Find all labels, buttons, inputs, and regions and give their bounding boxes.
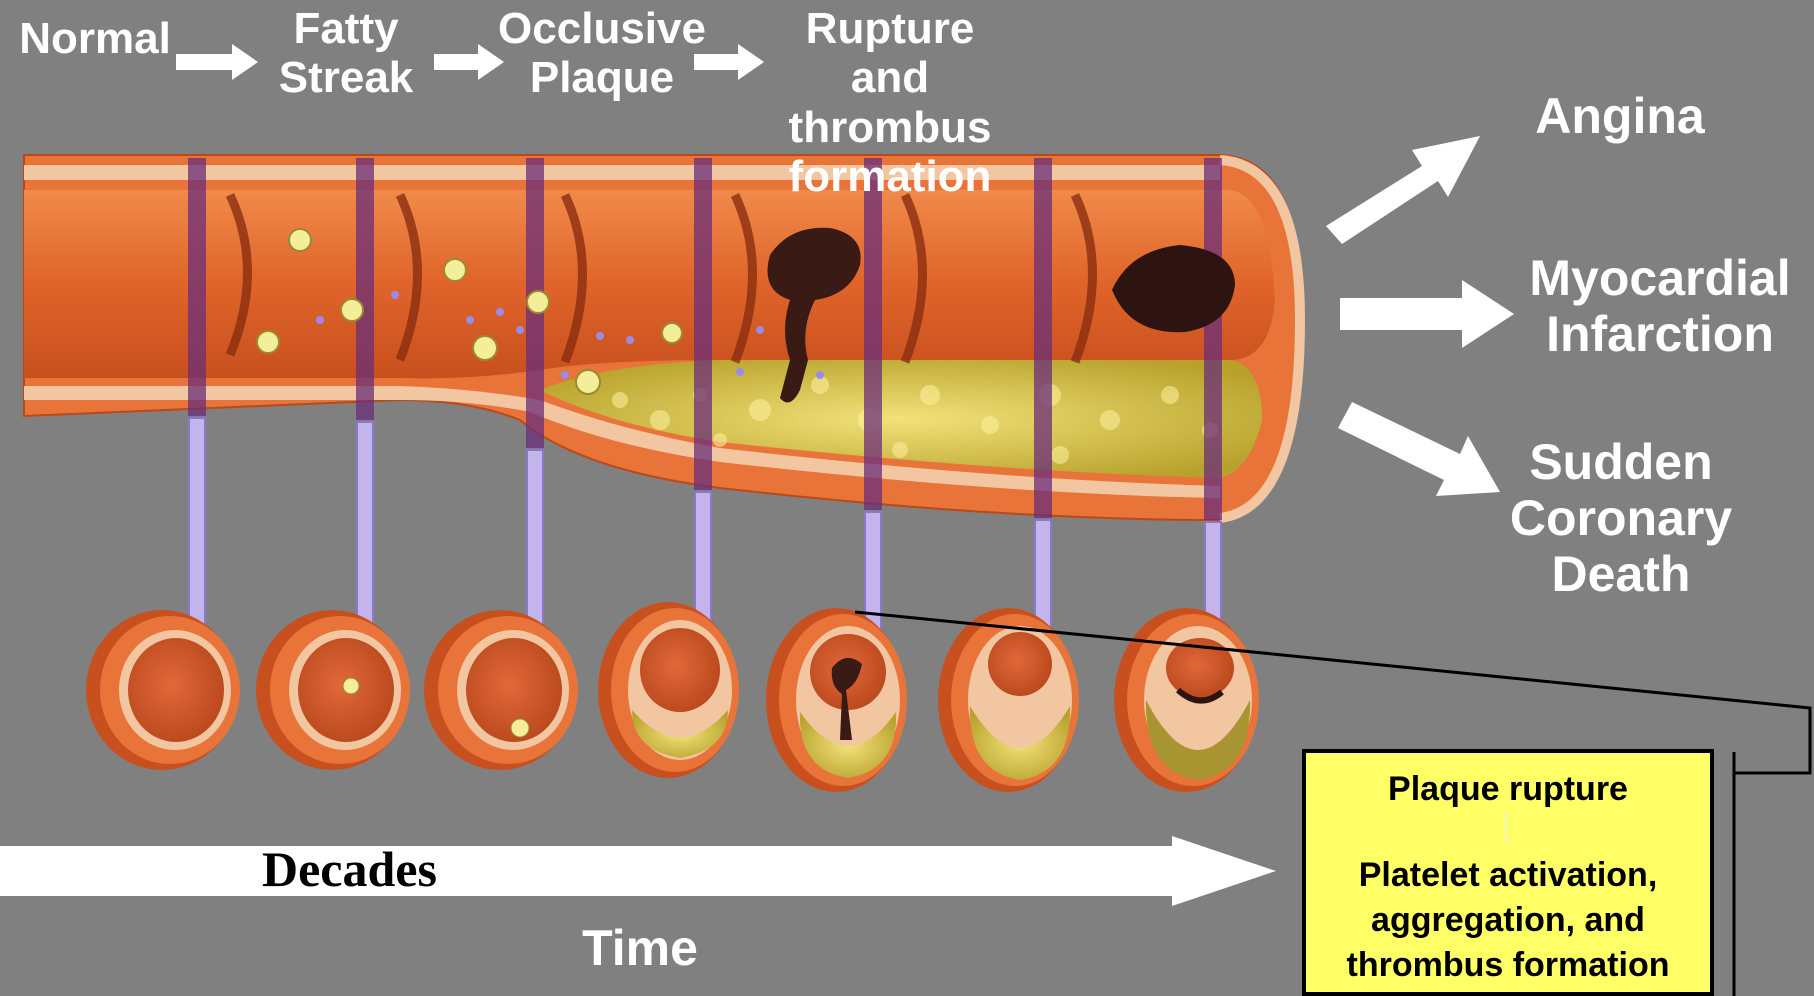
stage-label-fatty-streak: Fatty Streak — [260, 4, 432, 103]
outcome-label-sudden-coronary-death: Sudden Coronary Death — [1486, 434, 1756, 602]
time-axis-label: Time — [540, 920, 740, 976]
cross-section-7 — [1114, 608, 1259, 792]
plaque-rupture-callout: Plaque rupture Platelet activation, aggr… — [1302, 749, 1714, 996]
cross-section-5 — [766, 608, 907, 792]
callout-step-thrombus-formation: Platelet activation, aggregation, and th… — [1306, 853, 1710, 988]
stage-label-rupture-thrombus: Rupture and thrombus formation — [770, 4, 1010, 201]
cross-section-4 — [598, 602, 739, 778]
decades-label: Decades — [262, 840, 437, 898]
arrow-to-angina — [1326, 136, 1480, 244]
decades-arrow — [0, 836, 1276, 906]
outcome-label-angina: Angina — [1500, 88, 1740, 144]
stage-label-occlusive-plaque: Occlusive Plaque — [486, 4, 718, 103]
arrow-normal-to-fatty — [176, 44, 258, 80]
cross-section-3 — [424, 610, 578, 770]
stage-label-normal: Normal — [10, 14, 180, 63]
outcome-label-myocardial-infarction: Myocardial Infarction — [1510, 250, 1810, 362]
cross-section-1 — [86, 610, 240, 770]
cross-section-2 — [256, 610, 410, 770]
callout-step-plaque-rupture: Plaque rupture — [1306, 767, 1710, 812]
arrow-to-sudden-death — [1338, 402, 1500, 496]
cross-section-6 — [938, 608, 1079, 792]
arrow-to-myocardial-infarction — [1340, 280, 1514, 348]
callout-down-arrow — [1505, 811, 1507, 843]
